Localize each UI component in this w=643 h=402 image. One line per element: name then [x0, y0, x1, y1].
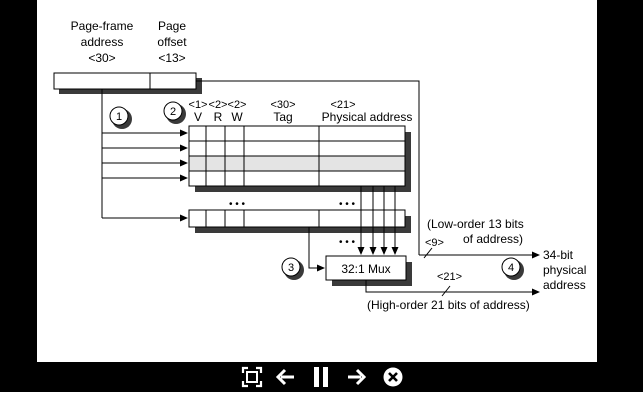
output-label-1: 34-bit	[543, 248, 574, 262]
pause-icon	[314, 367, 328, 387]
page-offset-label-3: <13>	[158, 51, 185, 65]
slideshow-toolbar	[0, 362, 643, 392]
field-width-tag: <30>	[270, 99, 295, 111]
step-2-badge: 2	[163, 101, 186, 124]
svg-text:2: 2	[170, 106, 176, 118]
field-name-pa: Physical address	[322, 110, 413, 124]
field-name-tag: Tag	[273, 110, 292, 124]
svg-text:4: 4	[508, 262, 514, 274]
mux-box	[325, 255, 407, 281]
tlb-matched-row	[189, 156, 405, 171]
field-name-r: R	[214, 110, 223, 124]
step-4-badge: 4	[501, 257, 524, 280]
step-1-badge: 1	[109, 106, 132, 129]
fit-screen-button[interactable]	[237, 362, 267, 392]
pa-to-mux-lines	[357, 186, 399, 255]
output-label-2: physical	[543, 263, 586, 277]
page-frame-label-2: address	[81, 35, 124, 49]
svg-text:3: 3	[288, 262, 294, 274]
field-width-v: <1>	[189, 99, 208, 111]
field-name-v: V	[194, 110, 202, 124]
tlb-diagram: Page-frame address <30> Page offset <13>…	[53, 19, 586, 312]
low-order-label-2: of address)	[463, 232, 523, 246]
tlb-last-row	[188, 209, 406, 228]
page-offset-label-1: Page	[158, 19, 186, 33]
mux-input-ellipsis: • • •	[339, 237, 356, 248]
tag-compare-lines	[101, 89, 188, 222]
page-frame-label-1: Page-frame	[71, 19, 134, 33]
previous-arrow-icon	[275, 368, 294, 386]
output-label-3: address	[543, 278, 586, 292]
virtual-address-register	[53, 72, 202, 94]
high-order-arrow	[365, 280, 540, 296]
row-ellipsis-left: • • •	[229, 199, 246, 210]
page-frame-label-3: <30>	[88, 51, 115, 65]
low-order-slash	[423, 247, 433, 259]
field-name-w: W	[231, 110, 243, 124]
low-order-label-1: (Low-order 13 bits	[427, 217, 524, 231]
bottom-strip	[0, 392, 643, 402]
high-order-width: <21>	[437, 271, 462, 283]
row-ellipsis-right: • • •	[339, 199, 356, 210]
high-order-slash	[441, 285, 451, 297]
page-offset-label-2: offset	[157, 35, 187, 49]
diagram-canvas: Page-frame address <30> Page offset <13>…	[37, 0, 597, 362]
close-icon	[383, 367, 403, 387]
next-button[interactable]	[341, 362, 371, 392]
offset-path-line	[196, 80, 420, 255]
field-width-pa: <21>	[330, 99, 355, 111]
next-arrow-icon	[348, 368, 367, 386]
tlb-table	[188, 125, 406, 187]
mux-select-line	[308, 227, 325, 272]
low-order-width: <9>	[425, 237, 444, 249]
fit-screen-icon	[241, 366, 263, 388]
field-width-r: <2>	[209, 99, 228, 111]
previous-button[interactable]	[271, 362, 301, 392]
pause-button[interactable]	[306, 362, 336, 392]
high-order-label: (High-order 21 bits of address)	[367, 298, 530, 312]
step-3-badge: 3	[281, 257, 304, 280]
svg-text:1: 1	[116, 111, 122, 123]
close-button[interactable]	[378, 362, 408, 392]
mux-label: 32:1 Mux	[341, 262, 390, 276]
field-width-w: <2>	[228, 99, 247, 111]
